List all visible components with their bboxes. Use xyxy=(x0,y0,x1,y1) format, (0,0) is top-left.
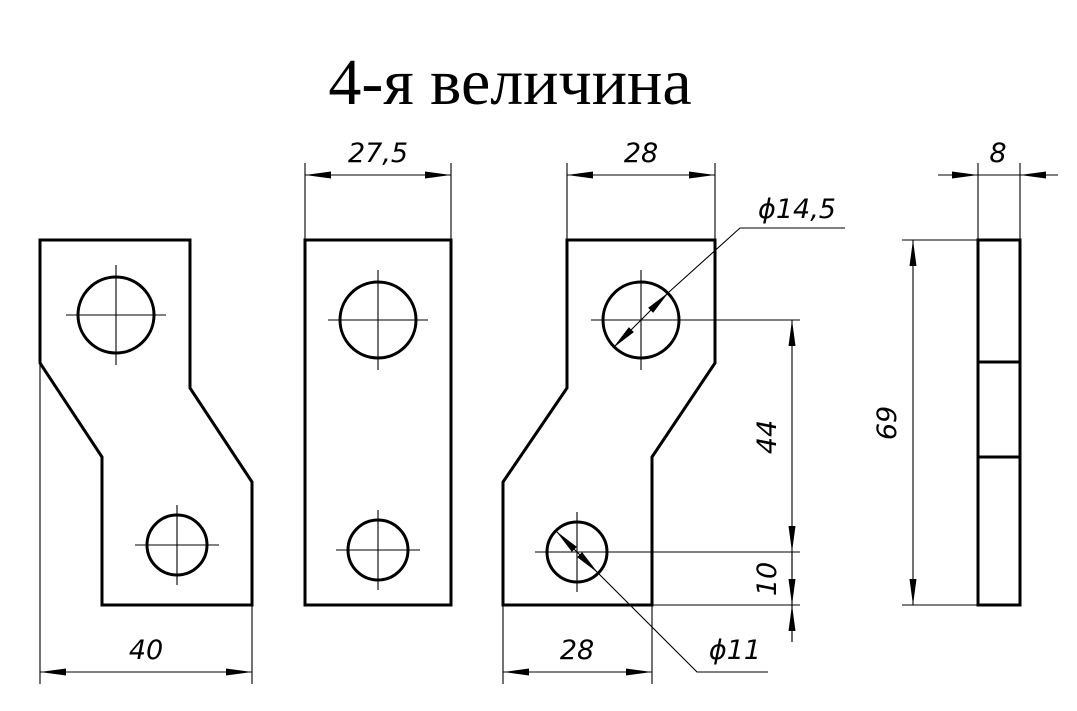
diameter-line xyxy=(612,291,670,349)
dimension-label-40: 40 xyxy=(129,635,163,666)
dimension-label-27-5: 27,5 xyxy=(348,138,408,169)
side-view-outline xyxy=(976,238,1022,607)
leader-line xyxy=(597,572,768,673)
dimension-label-28-top: 28 xyxy=(624,138,658,169)
side-view: 69 8 xyxy=(872,138,1058,607)
offset-bracket-view: 40 xyxy=(38,238,254,684)
dimension-label-10: 10 xyxy=(752,562,783,596)
dimension-label-small-diameter: ϕ11 xyxy=(709,635,761,666)
dimension-label-69: 69 xyxy=(872,406,903,440)
mirrored-bracket-view: 28 28 ϕ14,5 ϕ11 44 10 xyxy=(501,138,845,684)
mirrored-bracket-outline xyxy=(501,238,717,607)
straight-bar-outline xyxy=(303,238,453,607)
leader-line xyxy=(668,227,845,293)
dimension-label-28-bottom: 28 xyxy=(560,635,594,666)
drawing-title: 4-я величина xyxy=(328,46,691,119)
diameter-line xyxy=(555,530,599,574)
dimension-label-large-diameter: ϕ14,5 xyxy=(758,194,836,225)
dimension-label-8: 8 xyxy=(989,138,1006,169)
dimension-label-44: 44 xyxy=(752,420,783,454)
straight-bar-view: 27,5 xyxy=(303,138,453,607)
